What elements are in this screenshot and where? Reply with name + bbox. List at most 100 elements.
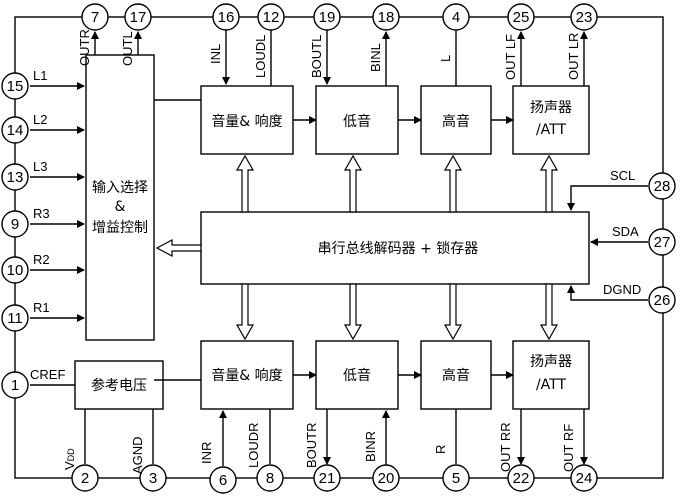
svg-text:20: 20 xyxy=(378,470,395,487)
label-inl: INL xyxy=(208,44,223,64)
svg-text:21: 21 xyxy=(319,470,336,487)
svg-text:16: 16 xyxy=(218,9,235,26)
treble-top-label: 高音 xyxy=(442,113,470,130)
label-out-rf: OUT RF xyxy=(561,424,576,472)
label-scl: SCL xyxy=(610,168,635,183)
pin-11: 11 xyxy=(1,304,29,332)
signal-flow xyxy=(154,99,514,381)
bottom-wires xyxy=(84,409,588,466)
label-outl: OUTL xyxy=(120,31,135,66)
bottom-labels: VDD AGND INR LOUDR BOUTR BINR R OUT RR O… xyxy=(62,422,576,474)
svg-text:5: 5 xyxy=(452,470,460,487)
right-pins: 28 27 26 xyxy=(648,172,676,314)
reference-block: 参考电压 xyxy=(74,360,164,410)
pin-1: 1 xyxy=(1,371,29,399)
svg-text:25: 25 xyxy=(513,9,530,26)
pin-22: 22 xyxy=(507,464,535,492)
svg-text:27: 27 xyxy=(654,234,671,251)
left-labels: L1 L2 L3 R3 R2 R1 CREF xyxy=(30,68,65,382)
svg-text:4: 4 xyxy=(452,9,460,26)
pin-15: 15 xyxy=(1,72,29,100)
label-agnd: AGND xyxy=(130,436,145,474)
speaker-top-line1: 扬声器 xyxy=(530,100,572,116)
pin-20: 20 xyxy=(372,464,400,492)
input-select-line3: 增益控制 xyxy=(92,220,148,236)
pin-14: 14 xyxy=(1,116,29,144)
pin-4: 4 xyxy=(442,3,470,31)
svg-text:12: 12 xyxy=(263,9,280,26)
svg-text:6: 6 xyxy=(219,472,227,489)
svg-text:13: 13 xyxy=(7,169,24,186)
pin-5: 5 xyxy=(442,464,470,492)
pin-24: 24 xyxy=(570,464,598,492)
svg-text:11: 11 xyxy=(7,310,23,327)
pin-18: 18 xyxy=(372,3,400,31)
right-wires xyxy=(567,185,648,301)
svg-text:2: 2 xyxy=(81,470,89,487)
svg-text:26: 26 xyxy=(654,292,671,309)
pin-12: 12 xyxy=(257,3,285,31)
bus-decoder-block: 串行总线解码器 + 锁存器 xyxy=(200,211,590,285)
label-vdd: VDD xyxy=(62,448,77,470)
svg-text:24: 24 xyxy=(576,470,593,487)
reference-label: 参考电压 xyxy=(91,377,147,394)
pin-17: 17 xyxy=(124,3,152,31)
bass-top-block: 低音 xyxy=(315,85,399,155)
input-select-line2: & xyxy=(115,199,126,215)
label-binr: BINR xyxy=(363,431,378,462)
bass-bottom-block: 低音 xyxy=(315,340,399,410)
bass-bottom-label: 低音 xyxy=(343,367,371,384)
svg-text:15: 15 xyxy=(7,78,24,95)
pin-26: 26 xyxy=(648,286,676,314)
label-out-rr: OUT RR xyxy=(498,422,513,472)
left-pins: 15 14 13 9 10 11 1 xyxy=(1,72,29,399)
top-pins: 7 17 16 12 19 18 4 25 23 xyxy=(81,3,598,31)
top-wires xyxy=(91,30,588,86)
svg-text:28: 28 xyxy=(654,178,671,195)
svg-text:14: 14 xyxy=(7,122,24,139)
label-cref: CREF xyxy=(30,367,65,382)
top-labels: OUTR OUTL INL LOUDL BOUTL BINL L OUT LF … xyxy=(77,29,581,80)
treble-bottom-block: 高音 xyxy=(420,340,492,410)
svg-text:18: 18 xyxy=(378,9,395,26)
pin-21: 21 xyxy=(313,464,341,492)
pin-16: 16 xyxy=(212,3,240,31)
input-select-block: 输入选择 & 增益控制 xyxy=(85,54,155,341)
pin-13: 13 xyxy=(1,163,29,191)
svg-text:17: 17 xyxy=(130,9,147,26)
pin-27: 27 xyxy=(648,228,676,256)
pin-28: 28 xyxy=(648,172,676,200)
label-l1: L1 xyxy=(33,68,47,83)
svg-text:19: 19 xyxy=(319,9,336,26)
pin-23: 23 xyxy=(570,3,598,31)
volume-bottom-label: 音量& 响度 xyxy=(211,367,282,384)
treble-bottom-label: 高音 xyxy=(442,367,470,384)
label-l: L xyxy=(438,55,453,62)
pin-7: 7 xyxy=(81,3,109,31)
bass-top-label: 低音 xyxy=(343,113,371,130)
treble-top-block: 高音 xyxy=(420,85,492,155)
speaker-bottom-block: 扬声器 /ATT xyxy=(512,340,590,410)
label-r1: R1 xyxy=(33,300,50,315)
label-boutl: BOUTL xyxy=(309,35,324,78)
pin-2: 2 xyxy=(71,464,99,492)
pin-9: 9 xyxy=(1,210,29,238)
pin-6: 6 xyxy=(209,466,237,494)
svg-text:10: 10 xyxy=(7,262,24,279)
label-inr: INR xyxy=(199,442,214,464)
label-dgnd: DGND xyxy=(603,282,641,297)
svg-text:9: 9 xyxy=(11,216,19,233)
speaker-bottom-line1: 扬声器 xyxy=(530,354,572,370)
svg-text:3: 3 xyxy=(149,470,157,487)
label-sda: SDA xyxy=(612,224,639,239)
label-out-lr: OUT LR xyxy=(566,33,581,80)
label-outr: OUTR xyxy=(77,29,92,66)
pin-3: 3 xyxy=(139,464,167,492)
label-r2: R2 xyxy=(33,252,50,267)
input-select-line1: 输入选择 xyxy=(92,180,148,196)
label-loudl: LOUDL xyxy=(253,35,268,78)
label-boutr: BOUTR xyxy=(304,423,319,469)
pin-25: 25 xyxy=(507,3,535,31)
bus-arrows xyxy=(155,154,559,341)
